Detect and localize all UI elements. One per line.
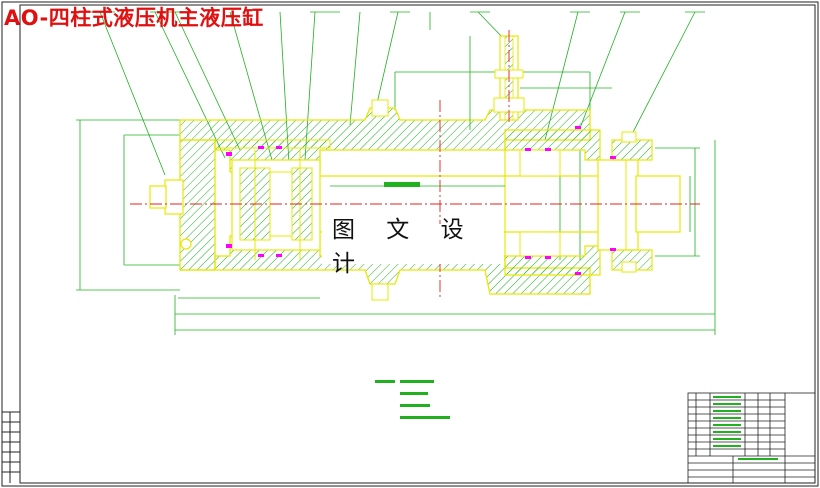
technical-notes (375, 380, 450, 419)
watermark: 图 文 设 计 (322, 217, 504, 277)
bolts (371, 99, 637, 301)
centerlines (130, 30, 700, 300)
parts-list-marks (713, 396, 778, 460)
gland-assembly (504, 129, 681, 276)
seals (226, 126, 616, 275)
stroke-annotation (330, 182, 505, 187)
title-block (687, 392, 816, 484)
drawing-title: AO-四柱式液压机主液压缸 (4, 6, 264, 30)
piston (231, 150, 321, 260)
